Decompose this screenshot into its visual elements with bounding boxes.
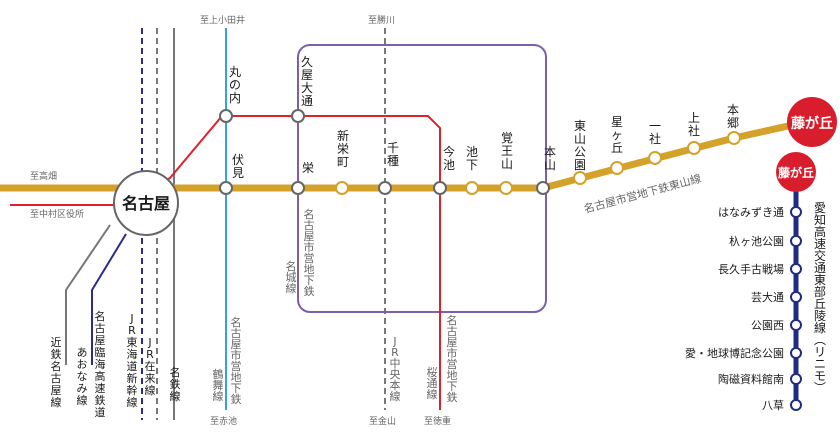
kamiyashiro-station-marker[interactable]: [687, 141, 701, 155]
aonami-label-2: あおなみ線: [77, 346, 88, 407]
linimo-station-marker-1[interactable]: [790, 206, 802, 218]
kintetsu-line: [65, 224, 111, 365]
station-shinsakaemachi: 新栄町: [337, 128, 349, 169]
nagoya-station-marker[interactable]: [113, 170, 179, 236]
chikusa-station-marker[interactable]: [378, 181, 392, 195]
shinsakaemachi-station-marker[interactable]: [335, 181, 349, 195]
linimo-station-3: 長久手古戦場: [718, 262, 784, 276]
linimo-station-2: 杁ヶ池公園: [729, 234, 784, 248]
station-kamiyashiro: 上社: [688, 111, 700, 138]
kintetsu-label: 近鉄名古屋線: [51, 336, 62, 409]
linimo-label: 愛知高速交通東部丘陵線︵リニモ︶: [814, 201, 826, 395]
sakuradori-label-1: 名古屋市営地下鉄: [447, 313, 458, 404]
maru-no-uchi-station-marker[interactable]: [219, 109, 233, 123]
to-akaike: 至赤池: [210, 415, 237, 427]
linimo-station-6: 愛・地球博記念公園: [685, 346, 784, 360]
higashiyama-line-label: 名古屋市営地下鉄東山線: [582, 171, 703, 216]
ikeshita-station-marker[interactable]: [465, 181, 479, 195]
station-fushimi: 伏見: [232, 153, 244, 180]
station-motoyama: 本山: [544, 145, 556, 172]
station-fujigaoka-linimo: 藤が丘: [777, 165, 814, 180]
meijo-line-loop: [297, 44, 547, 313]
station-higashiyama-koen: 東山公園: [574, 119, 586, 172]
higashiyama-koen-station-marker[interactable]: [573, 171, 587, 185]
linimo-station-marker-5[interactable]: [790, 319, 802, 331]
sakuradori-label-2: 桜通線: [427, 365, 438, 401]
station-issha: 一社: [649, 119, 661, 146]
hoshigaoka-station-marker[interactable]: [610, 161, 624, 175]
hongo-station-marker[interactable]: [727, 131, 741, 145]
station-chikusa: 千種: [387, 141, 399, 168]
linimo-station-marker-7[interactable]: [790, 373, 802, 385]
to-takabata: 至高畑: [30, 170, 57, 182]
kakuozan-station-marker[interactable]: [499, 181, 513, 195]
to-kachigawa: 至勝川: [368, 14, 395, 26]
linimo-station-marker-6[interactable]: [790, 347, 802, 359]
station-ikeshita: 池下: [466, 145, 478, 172]
linimo-station-5: 公園西: [751, 319, 784, 332]
station-hisaya-odori: 久屋大通: [301, 55, 313, 108]
issha-station-marker[interactable]: [648, 151, 662, 165]
to-nakamura-kuyakusho: 至中村区役所: [30, 208, 84, 220]
linimo-station-4: 芸大通: [751, 290, 784, 304]
station-imaike: 今池: [443, 144, 455, 172]
fushimi-station-marker[interactable]: [219, 181, 233, 195]
linimo-station-1: はなみずき通: [718, 206, 784, 219]
station-hongo: 本郷: [727, 103, 739, 130]
sakae-station-marker[interactable]: [291, 181, 305, 195]
fujigaoka-linimo-marker[interactable]: [776, 152, 816, 192]
station-fujigaoka-main: 藤が丘: [791, 115, 833, 132]
aonami-label-1: 名古屋臨海高速鉄道: [95, 309, 106, 419]
tsurumai-label-1: 名古屋市営地下鉄: [231, 315, 242, 406]
to-kamiotai: 至上小田井: [200, 14, 245, 26]
imaike-station-marker[interactable]: [433, 181, 447, 195]
to-kanayama: 至金山: [369, 415, 396, 427]
meijo-line-label-1: 名古屋市営地下鉄: [304, 207, 315, 298]
linimo-station-marker-2[interactable]: [790, 235, 802, 247]
linimo-station-marker-4[interactable]: [790, 291, 802, 303]
aonami-line: [91, 233, 127, 365]
motoyama-station-marker[interactable]: [536, 181, 550, 195]
tsurumai-label-2: 鶴舞線: [213, 367, 224, 403]
meitetsu-label: 名鉄線: [170, 365, 181, 403]
station-maru-no-uchi: 丸の内: [229, 65, 241, 105]
hisaya-odori-station-marker[interactable]: [291, 109, 305, 123]
station-nagoya: 名古屋: [122, 194, 170, 213]
fujigaoka-terminal-marker[interactable]: [787, 97, 837, 147]
to-tokushige: 至徳重: [424, 415, 451, 427]
meijo-line-label-2: 名城線: [286, 259, 297, 295]
station-sakae: 栄: [302, 161, 314, 175]
linimo-station-marker-8[interactable]: [790, 399, 802, 411]
station-hoshigaoka: 星ヶ丘: [611, 115, 623, 155]
linimo-station-marker-3[interactable]: [790, 263, 802, 275]
higashiyama-line: [0, 118, 807, 192]
station-kakuozan: 覚王山: [501, 131, 513, 171]
linimo-station-7: 陶磁資料館南: [718, 372, 784, 386]
linimo-station-8: 八草: [762, 399, 784, 412]
